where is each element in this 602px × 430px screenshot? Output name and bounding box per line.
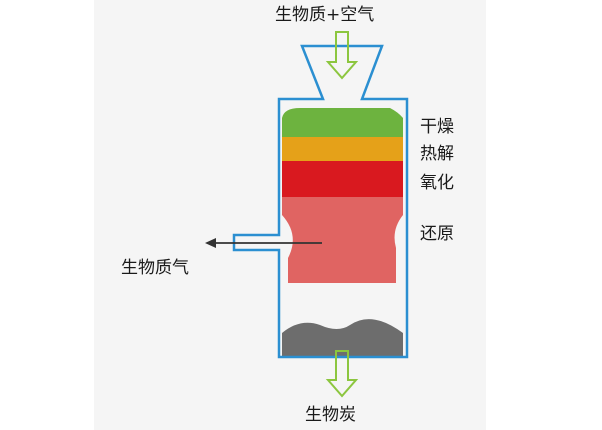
oxidation-zone xyxy=(282,161,403,197)
char-output-arrow-icon xyxy=(325,350,359,398)
drying-label: 干燥 xyxy=(420,117,454,137)
gas-output-label: 生物质气 xyxy=(121,258,189,278)
drying-zone xyxy=(282,108,403,137)
char-output-label: 生物炭 xyxy=(305,405,356,425)
pyrolysis-zone xyxy=(282,137,403,161)
oxidation-label: 氧化 xyxy=(420,173,454,193)
input-arrow-icon xyxy=(325,31,359,80)
reactor-outline xyxy=(232,44,409,359)
pyrolysis-label: 热解 xyxy=(420,144,454,164)
reduction-zone xyxy=(282,197,403,283)
gas-arrow-head-icon xyxy=(205,238,216,248)
reduction-label: 还原 xyxy=(420,224,454,244)
char-layer xyxy=(282,319,403,357)
input-label: 生物质+空气 xyxy=(275,5,375,25)
